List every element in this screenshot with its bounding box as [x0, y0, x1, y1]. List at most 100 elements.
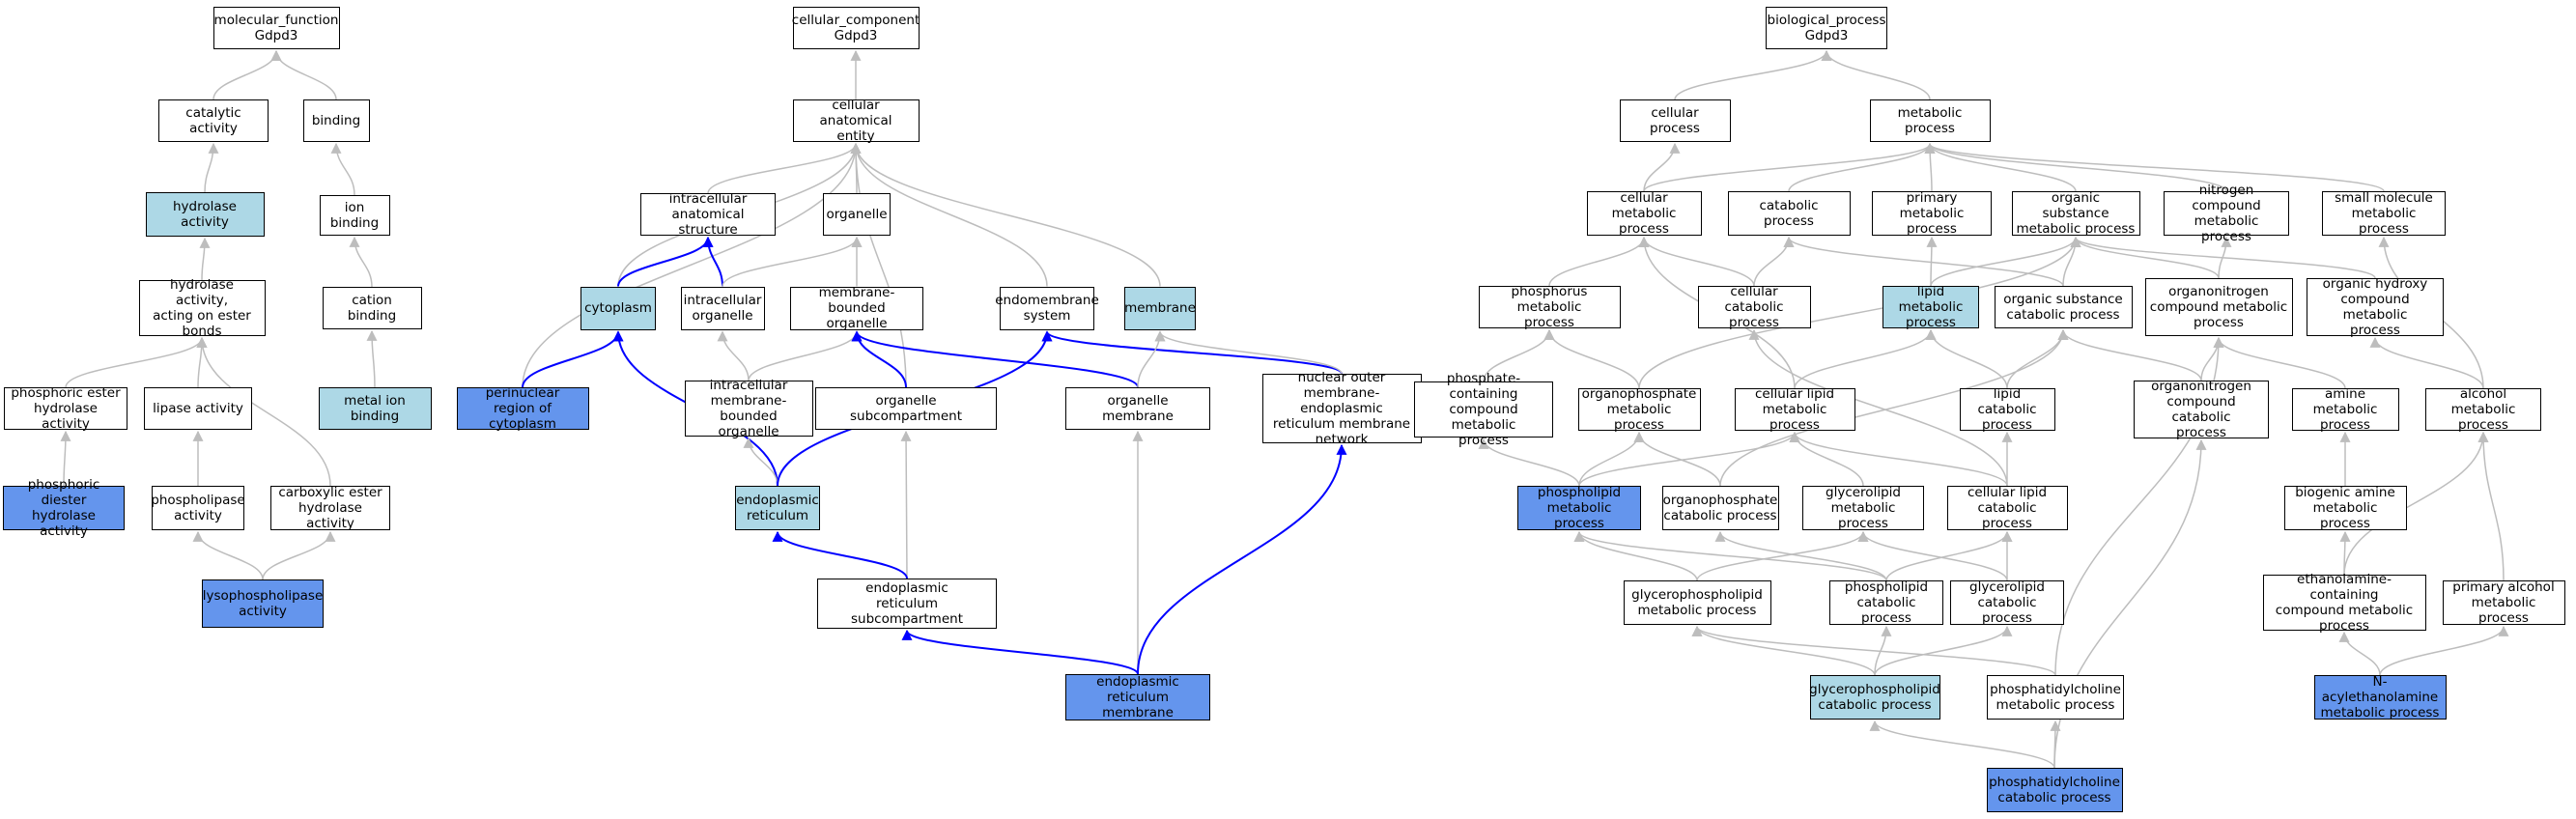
go-term-node: cellular_component Gdpd3	[792, 7, 920, 49]
go-term-node: cytoplasm	[580, 286, 656, 330]
edge-gray	[743, 437, 778, 487]
go-term-node: lipid catabolic process	[1959, 386, 2055, 433]
go-term-node: endomembrane system	[995, 286, 1099, 330]
edge-blue	[1041, 330, 1343, 375]
go-term-node: phospholipid catabolic process	[1829, 579, 1943, 626]
go-term-node: phosphoric diester hydrolase activity	[3, 477, 125, 539]
go-term-node: organelle subcompartment	[815, 387, 997, 430]
go-term-node: hydrolase activity, acting on ester bond…	[138, 277, 266, 339]
edge-gray	[1719, 328, 2069, 487]
edge-gray	[1857, 530, 2008, 581]
go-term-node: phosphatidylcholine metabolic process	[1987, 675, 2124, 720]
edge-gray	[1783, 236, 2064, 287]
edge-gray	[2369, 336, 2484, 389]
edge-gray	[1885, 530, 2013, 581]
go-term-node: glycerophospholipid catabolic process	[1809, 675, 1940, 720]
edge-gray	[212, 49, 282, 100]
edge-gray	[522, 142, 862, 388]
edge-gray	[1924, 142, 2077, 192]
go-term-node: cellular lipid catabolic process	[1946, 485, 2068, 531]
go-term-node: phosphorus metabolic process	[1478, 284, 1621, 330]
edge-gray	[65, 336, 208, 388]
go-term-node: cellular catabolic process	[1697, 284, 1811, 330]
go-term-node: ion binding	[319, 195, 390, 236]
go-term-node: small molecule metabolic process	[2322, 190, 2446, 237]
go-term-node: hydrolase activity	[145, 192, 265, 237]
go-term-node: organophosphate catabolic process	[1661, 486, 1779, 530]
go-term-node: biological_process Gdpd3	[1766, 7, 1887, 49]
go-term-node: metal ion binding	[318, 387, 432, 430]
edge-gray	[199, 237, 211, 281]
edge-gray	[270, 49, 337, 100]
edge-gray	[1753, 236, 1795, 287]
edge-gray	[1548, 236, 1650, 287]
go-term-node: alcohol metabolic process	[2425, 386, 2541, 433]
go-term-node: phosphoric ester hydrolase activity	[4, 385, 127, 432]
go-term-node: perinuclear region of cytoplasm	[456, 385, 589, 432]
edge-gray	[1696, 530, 1869, 581]
edge-gray	[1638, 236, 2081, 389]
edge-gray	[1930, 236, 2081, 287]
edge-gray	[1924, 142, 2385, 192]
go-term-node: organic substance metabolic process	[2011, 190, 2140, 237]
go-term-node: glycerophospholipid metabolic process	[1623, 580, 1771, 625]
edge-gray	[1573, 530, 1887, 581]
edge-gray	[1633, 431, 1721, 487]
go-term-node: N-acylethanolamine metabolic process	[2313, 674, 2447, 720]
edge-gray	[1789, 431, 2008, 487]
go-term-node: ethanolamine-containing compound metabol…	[2262, 572, 2426, 634]
go-term-node: binding	[302, 99, 370, 142]
go-term-node: organelle membrane	[1065, 387, 1210, 430]
edge-gray	[850, 142, 907, 388]
edge-gray	[2070, 236, 2376, 279]
edge-gray	[1874, 625, 1892, 676]
go-term-node: primary metabolic process	[1872, 190, 1992, 237]
edge-gray	[196, 336, 331, 487]
go-term-node: glycerolipid metabolic process	[1802, 485, 1924, 531]
go-term-node: nuclear outer membrane-endoplasmic retic…	[1261, 370, 1422, 447]
edge-gray	[1578, 431, 1800, 487]
go-term-node: cellular anatomical entity	[792, 98, 920, 144]
go-term-node: intracellular membrane-bounded organelle	[684, 378, 813, 439]
go-term-node: metabolic process	[1869, 99, 1991, 142]
edge-gray	[748, 330, 863, 381]
go-term-node: cellular metabolic process	[1586, 190, 1702, 237]
go-term-node: molecular_function Gdpd3	[212, 7, 340, 49]
edge-gray	[2057, 328, 2202, 381]
edge-gray	[900, 430, 912, 579]
go-term-node: organic hydroxy compound metabolic proce…	[2307, 276, 2444, 338]
go-term-node: organonitrogen compound metabolic proces…	[2144, 278, 2293, 336]
go-term-node: primary alcohol metabolic process	[2442, 579, 2565, 626]
edge-gray	[717, 330, 750, 381]
edge-gray	[2379, 625, 2509, 676]
edge-gray	[1869, 720, 2055, 769]
go-term-node: catalytic activity	[158, 99, 269, 142]
go-term-node: cellular lipid metabolic process	[1734, 386, 1855, 433]
go-term-node: membrane	[1124, 286, 1196, 330]
edge-gray	[722, 236, 863, 287]
edge-gray	[60, 430, 71, 487]
go-term-node: lysophospholipase activity	[202, 579, 324, 628]
edge-gray	[1691, 625, 2056, 676]
go-term-node: endoplasmic reticulum subcompartment	[817, 579, 997, 629]
edge-blue	[851, 330, 907, 388]
edge-gray	[192, 530, 264, 580]
edge-gray	[204, 142, 219, 193]
edge-gray	[1643, 142, 1681, 192]
edge-gray	[1748, 328, 2008, 487]
go-term-node: carboxylic ester hydrolase activity	[270, 485, 390, 531]
go-term-node: phospholipase activity	[151, 486, 245, 530]
edge-gray	[1543, 328, 1640, 389]
edge-gray	[1821, 49, 1931, 100]
edge-blue	[772, 530, 908, 579]
go-term-node: biogenic amine metabolic process	[2283, 485, 2407, 531]
edge-gray	[1154, 330, 1343, 375]
go-term-node: organonitrogen compound catabolic proces…	[2134, 379, 2269, 440]
go-term-node: endoplasmic reticulum	[735, 486, 820, 530]
go-term-node: phosphate-containing compound metabolic …	[1414, 371, 1553, 448]
edge-blue	[522, 330, 624, 388]
go-term-node: nitrogen compound metabolic process	[2164, 183, 2289, 244]
edge-gray	[1478, 438, 1580, 487]
go-term-node: lipid metabolic process	[1882, 284, 1979, 330]
go-term-node: glycerolipid catabolic process	[1950, 579, 2064, 626]
